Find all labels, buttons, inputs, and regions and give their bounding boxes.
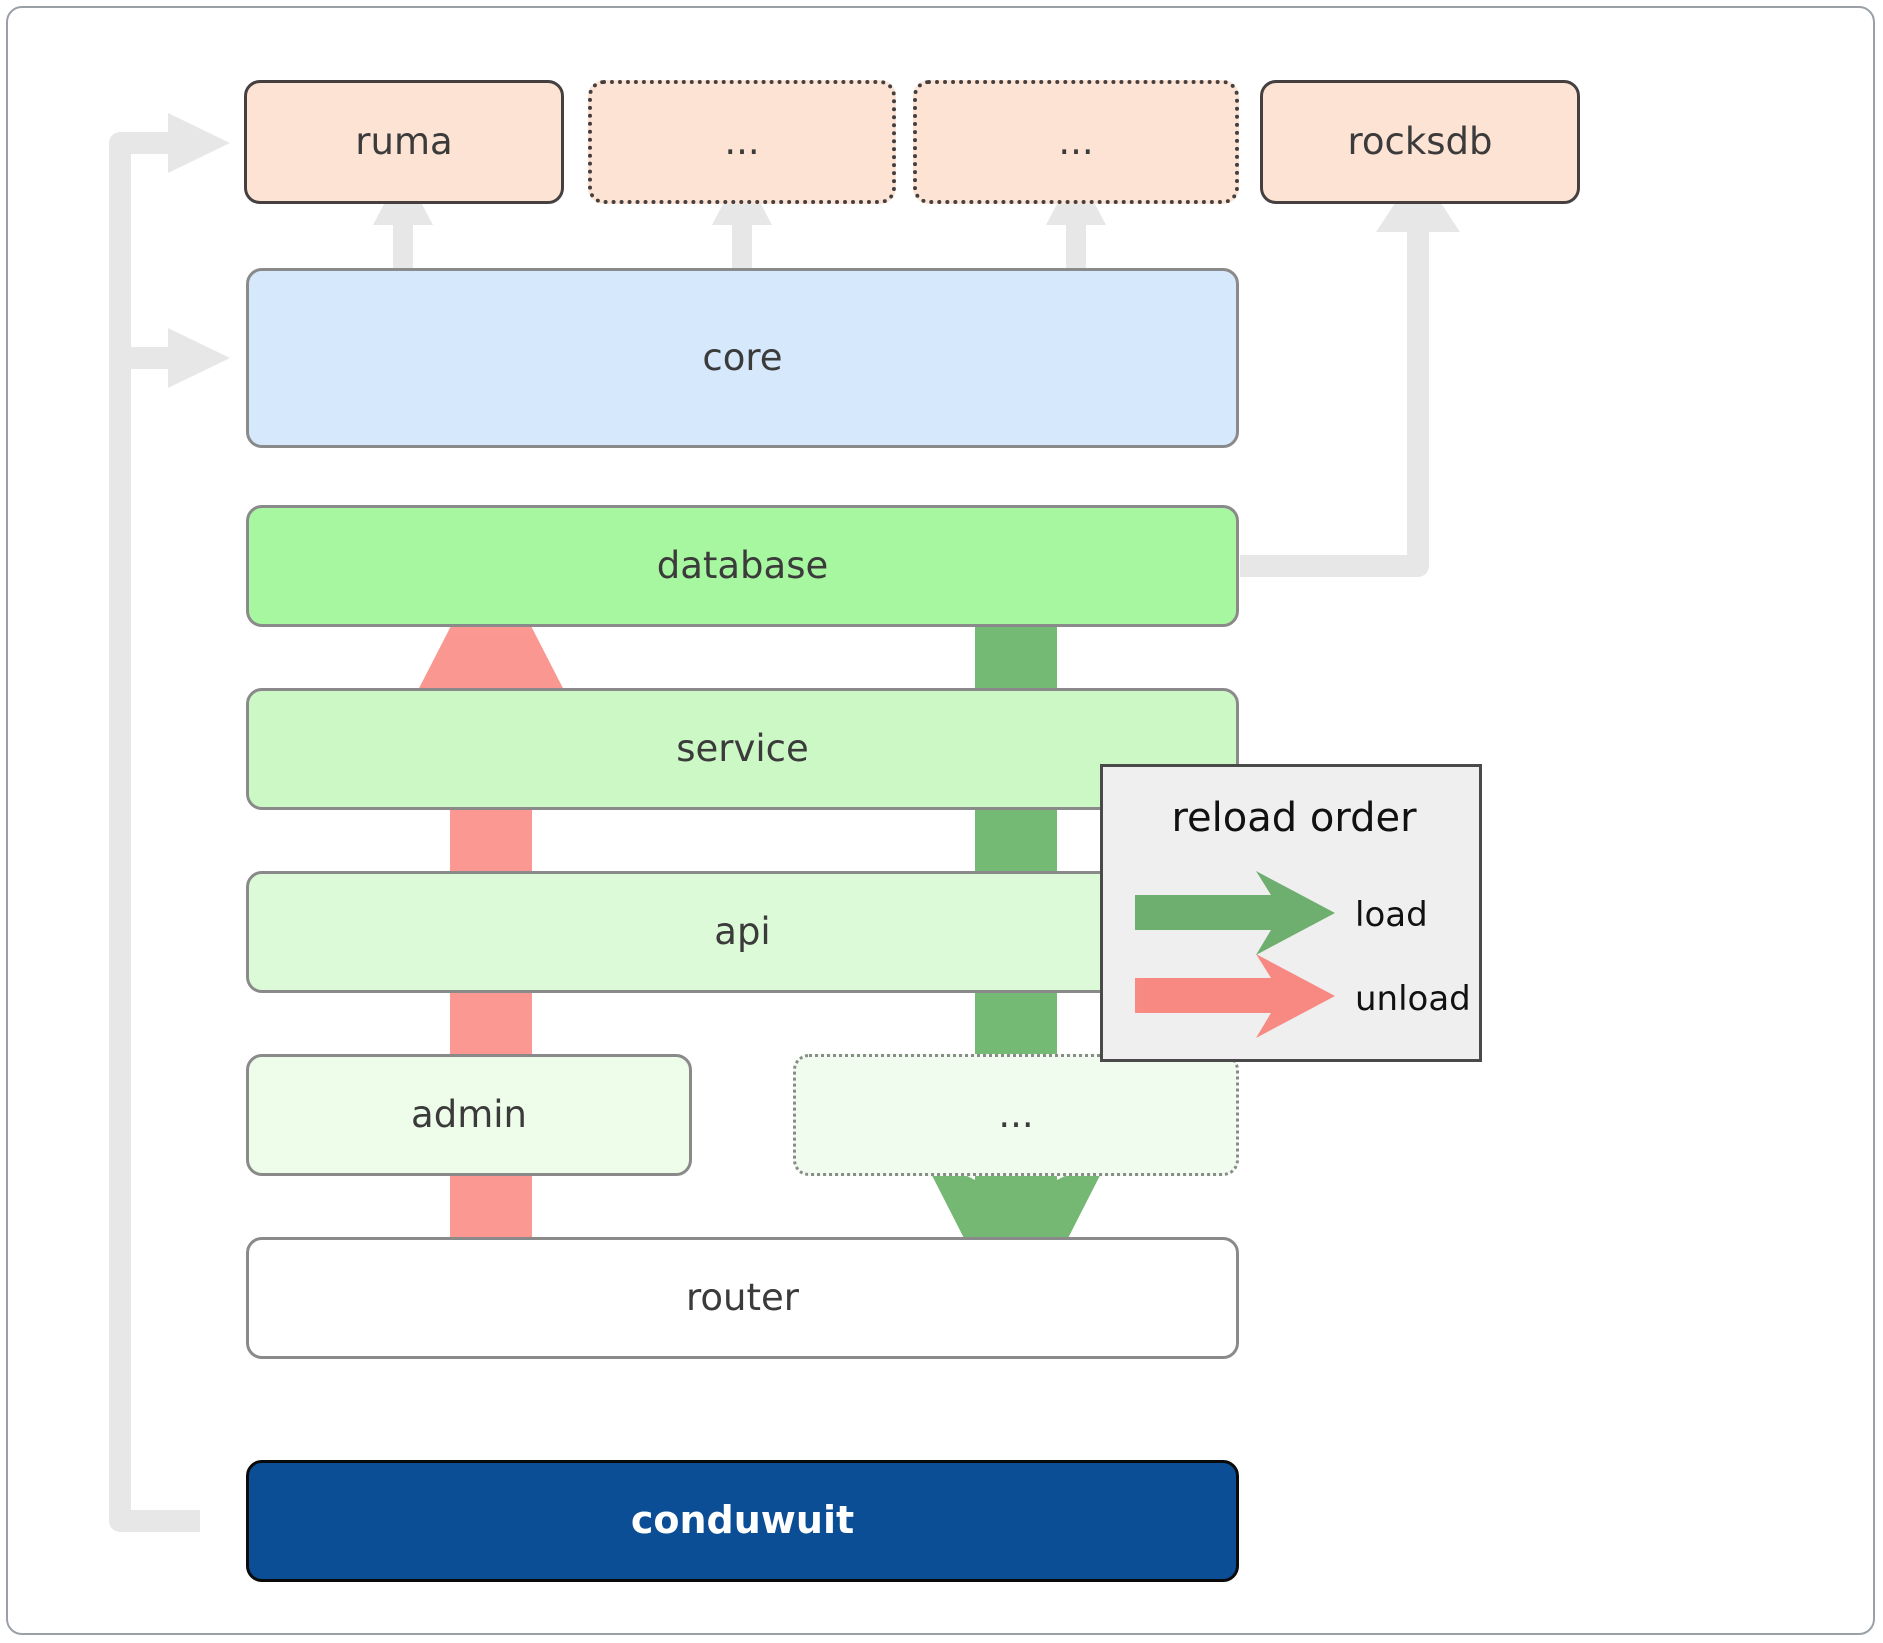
layer-label-service: service [676,726,809,770]
app-label-conduwuit: conduwuit [630,1498,855,1543]
layer-box-dots3[interactable]: ... [793,1054,1239,1176]
legend-arrow-swatches [1135,871,1335,1038]
layer-box-router[interactable]: router [246,1237,1239,1359]
legend-swatch-unload [1135,954,1335,1038]
layer-label-database: database [656,543,829,587]
layer-box-service[interactable]: service [246,688,1239,810]
layer-label-router: router [686,1275,799,1319]
legend-panel: reload order load unload [1100,764,1482,1062]
connector-conduwuit-to-core [120,328,230,388]
layer-label-api: api [714,909,771,953]
layer-box-database[interactable]: database [246,505,1239,627]
layer-label-dots3: ... [998,1092,1034,1136]
crate-box-rocksdb[interactable]: rocksdb [1260,80,1580,204]
layer-box-core[interactable]: core [246,268,1239,448]
app-box-conduwuit[interactable]: conduwuit [246,1460,1239,1582]
layer-box-admin[interactable]: admin [246,1054,692,1176]
connector-conduwuit-to-ruma [109,113,230,1532]
layer-label-admin: admin [411,1092,527,1136]
crate-label-dots2: ... [1058,119,1094,163]
legend-title: reload order [1171,795,1417,841]
crate-label-ruma: ruma [355,119,453,163]
legend-label-load: load [1355,895,1428,935]
crate-box-dots1[interactable]: ... [588,80,896,204]
layer-label-core: core [702,335,783,379]
connector-database-to-rocksdb [1240,168,1460,577]
crate-box-dots2[interactable]: ... [913,80,1239,204]
crate-label-rocksdb: rocksdb [1347,119,1493,163]
legend-label-unload: unload [1355,979,1471,1019]
crate-label-dots1: ... [724,119,760,163]
legend-swatch-load [1135,871,1335,955]
layer-box-api[interactable]: api [246,871,1239,993]
crate-box-ruma[interactable]: ruma [244,80,564,204]
